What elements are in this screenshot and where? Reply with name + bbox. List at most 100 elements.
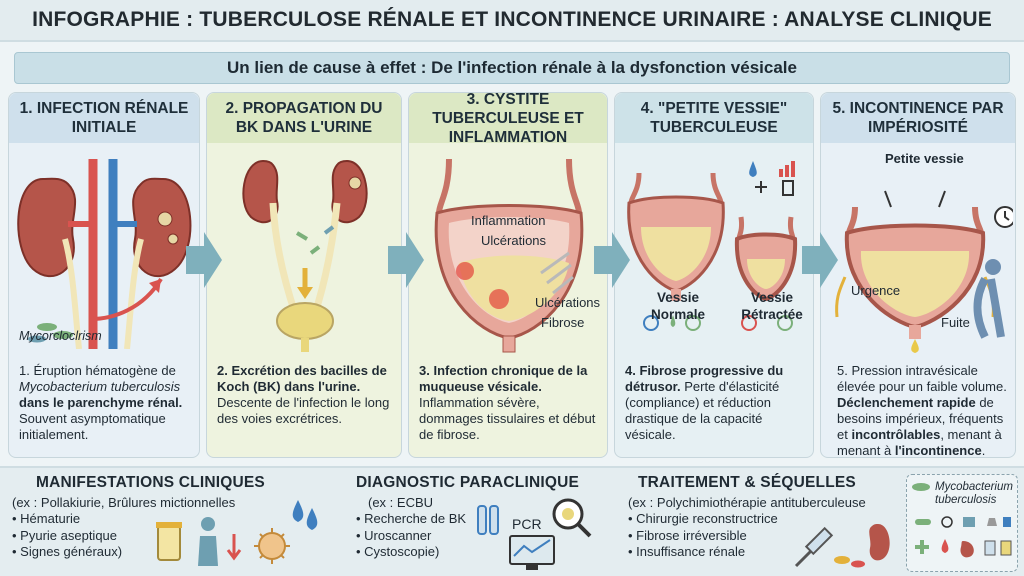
syringe-icon — [794, 526, 834, 568]
ulcerations-label-1: Ulcérations — [481, 233, 547, 248]
step-1-desc-rest: Souvent asymptomatique initialement. — [19, 411, 166, 442]
step-4-description: 4. Fibrose progressive du détrusor. Pert… — [625, 363, 807, 443]
step-4-title: 4. "PETITE VESSIE" TUBERCULEUSE — [615, 93, 813, 143]
page-subtitle: Un lien de cause à effet : De l'infectio… — [227, 58, 797, 77]
cell-icon — [941, 516, 953, 528]
treatment-item: Fibrose irréversible — [628, 528, 904, 545]
pills-icon — [834, 556, 865, 568]
step-4-desc-bold: 4. Fibrose progressive du détrusor. — [625, 363, 784, 394]
step-3-title: 3. CYSTITE TUBERCULEUSE ET INFLAMMATION — [409, 91, 607, 146]
inflamed-bladder-illustration — [434, 158, 584, 353]
diagnostic-item: Recherche de BK — [356, 511, 598, 528]
diagnostic-icons — [477, 498, 592, 570]
pcr-label: PCR — [512, 516, 542, 532]
chart-icon — [984, 540, 996, 556]
step-3-desc-bold: 3. Infection chronique de la muqueuse vé… — [419, 363, 588, 394]
monitor-icon — [509, 535, 555, 570]
flow-arrow-2-icon — [388, 232, 424, 288]
step-1-title: 1. INFECTION RÉNALE INITIALE — [9, 93, 199, 143]
step-4-desc-rest: Perte d'élasticité (compliance) et réduc… — [625, 379, 780, 442]
flow-arrow-3-icon — [594, 232, 630, 288]
step-1-desc-lead: 1. Éruption hématogène de — [19, 363, 176, 378]
ulcerations-label-2: Ulcérations — [535, 295, 601, 310]
retracted-bladder-label: Vessie Rétractée — [741, 290, 803, 322]
fibrose-label: Fibrose — [541, 315, 585, 330]
manifestations-intro: (ex : Pollakiurie, Brûlures mictionnelle… — [12, 495, 236, 510]
flask-icon — [987, 518, 997, 526]
step-5-desc-b1: Déclenchement rapide — [837, 395, 976, 410]
flow-arrow-1-icon — [186, 232, 222, 288]
treatment-item: Insuffisance rénale — [628, 544, 904, 561]
step-3-description: 3. Infection chronique de la muqueuse vé… — [419, 363, 601, 443]
step-1-desc-bold: dans le parenchyme rénal. — [19, 395, 183, 410]
diagnostic-item: Uroscanner — [356, 528, 598, 545]
treatment-section: TRAITEMENT & SÉQUELLES (ex : Polychimiot… — [628, 474, 904, 561]
drops-icon — [292, 500, 318, 530]
step-5-desc-p4: . — [981, 443, 986, 458]
treatment-icons — [794, 524, 890, 568]
test-tubes-icon — [477, 505, 499, 535]
person-icon — [198, 517, 218, 566]
bacillus-icon — [915, 519, 931, 525]
kidney-small-icon — [960, 541, 974, 558]
step-1-description: 1. Éruption hématogène de Mycobacterium … — [19, 363, 193, 443]
step-5-desc-p2: de besoins impérieux, fréquents et — [837, 395, 1004, 442]
legend-label: Mycobacterium tuberculosis — [935, 481, 1013, 506]
manifestations-list: Hématurie Pyurie aseptique Signes généra… — [12, 511, 332, 561]
treatment-item: Chirurgie reconstructrice — [628, 511, 904, 528]
bacteria-label: Mycorcloclrism — [19, 329, 102, 343]
diagnostic-title: DIAGNOSTIC PARACLINIQUE — [356, 474, 580, 491]
symptom-icons — [156, 500, 318, 566]
step-3-panel: 3. CYSTITE TUBERCULEUSE ET INFLAMMATION … — [408, 91, 608, 458]
subtitle-bar: Un lien de cause à effet : De l'infectio… — [14, 52, 1010, 84]
legend-icons — [915, 516, 1012, 558]
kidneys-illustration — [17, 159, 192, 349]
manifestation-item: Hématurie — [12, 511, 332, 528]
step-1-desc-italic: Mycobacterium tuberculosis — [19, 379, 181, 394]
manifestation-item: Pyurie aseptique — [12, 528, 332, 545]
bottle-icon — [1003, 517, 1011, 527]
urinary-tract-illustration — [242, 159, 368, 352]
bacillus-icon — [912, 483, 930, 491]
doctor-icon — [963, 517, 975, 527]
urgency-label: Urgence — [851, 283, 901, 298]
diagnostic-item: Cystoscopie) — [356, 544, 598, 561]
kidney-icon — [869, 524, 890, 561]
treatment-intro: (ex : Polychimiothérapie antituberculeus… — [628, 495, 866, 510]
small-bladder-label: Petite vessie — [885, 151, 964, 166]
inflammation-label: Inflammation — [471, 213, 546, 228]
diagnostic-section: DIAGNOSTIC PARACLINIQUE (ex : ECBU Reche… — [348, 474, 598, 561]
step-5-desc-b3: l'incontinence — [894, 443, 982, 458]
magnifier-icon — [552, 498, 592, 538]
flow-arrow-4-icon — [802, 232, 838, 288]
step-5-title: 5. INCONTINENCE PAR IMPÉRIOSITÉ — [821, 93, 1015, 143]
legend-box: Mycobacterium tuberculosis — [906, 474, 1018, 572]
step-5-desc-p3: , menant à menant à — [837, 427, 1002, 458]
step-3-desc-rest: Inflammation sévère, dommages tissulaire… — [419, 395, 596, 442]
arrow-down-icon — [226, 534, 242, 561]
step-2-description: 2. Excrétion des bacilles de Koch (BK) d… — [217, 363, 395, 427]
step-5-panel: 5. INCONTINENCE PAR IMPÉRIOSITÉ Petite v… — [820, 92, 1016, 458]
treatment-title: TRAITEMENT & SÉQUELLES — [638, 474, 856, 491]
step-2-title: 2. PROPAGATION DU BK DANS L'URINE — [207, 93, 401, 143]
urge-incontinence-illustration — [835, 190, 1013, 353]
manifestation-item: Signes généraux) — [12, 544, 332, 561]
treatment-list: Chirurgie reconstructrice Fibrose irréve… — [628, 511, 904, 561]
blood-drop-icon — [941, 539, 949, 553]
bladder-comparison-illustration — [627, 161, 798, 331]
page-title: INFOGRAPHIE : TUBERCULOSE RÉNALE ET INCO… — [32, 8, 992, 31]
step-5-description: 5. Pression intravésicale élevée pour un… — [837, 363, 1013, 459]
plus-icon — [915, 540, 929, 554]
step-1-panel: 1. INFECTION RÉNALE INITIALE Mycorcloclr… — [8, 92, 200, 458]
normal-bladder-label: Vessie Normale — [650, 290, 706, 322]
virus-icon — [254, 528, 290, 564]
leak-label: Fuite — [941, 315, 970, 330]
step-2-panel: 2. PROPAGATION DU BK DANS L'URINE 2. Exc… — [206, 92, 402, 458]
step-5-desc-p1: 5. Pression intravésicale élevée pour un… — [837, 363, 1007, 394]
title-bar: INFOGRAPHIE : TUBERCULOSE RÉNALE ET INCO… — [0, 0, 1024, 42]
step-2-desc-rest: Descente de l'infection le long des voie… — [217, 395, 390, 426]
manifestations-section: MANIFESTATIONS CLINIQUES (ex : Pollakiur… — [12, 474, 332, 561]
step-5-desc-b2: incontrôlables — [851, 427, 941, 442]
urine-cup-icon — [156, 522, 182, 561]
diagnostic-list: Recherche de BK Uroscanner Cystoscopie) — [348, 511, 598, 561]
